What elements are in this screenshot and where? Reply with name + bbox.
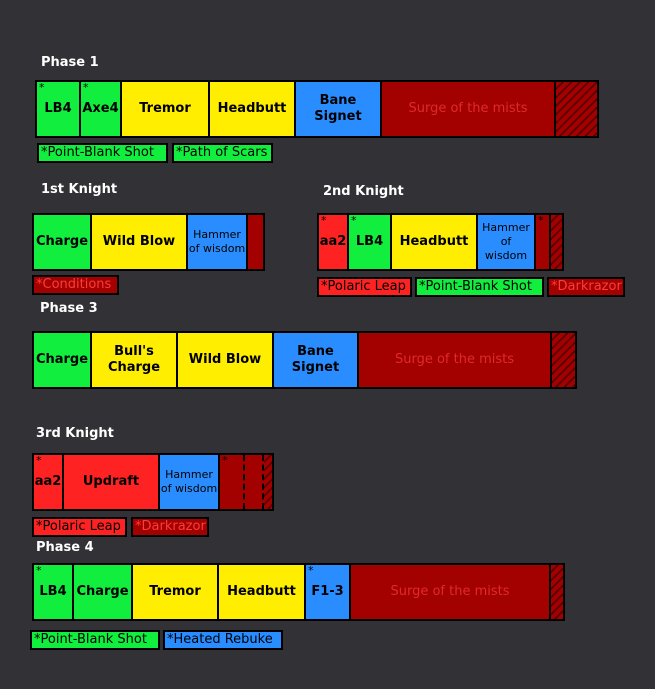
knight2-title: 2nd Knight	[323, 184, 404, 199]
note-conditions: *Conditions	[32, 275, 119, 295]
skill-mark: *	[83, 81, 89, 94]
skill-mark: *	[538, 214, 544, 227]
hatched-segment	[551, 565, 563, 619]
skill-mark: *	[308, 564, 314, 577]
skill-lb4[interactable]: * LB4	[349, 215, 392, 269]
skill-surge-of-the-mists[interactable]: Surge of the mists	[351, 565, 551, 619]
skill-wild-blow[interactable]: Wild Blow	[92, 215, 188, 269]
skill-aa2[interactable]: * aa2	[319, 215, 349, 269]
skill-mark: *	[222, 454, 228, 467]
skill-wild-blow[interactable]: Wild Blow	[178, 333, 274, 387]
knight2-rotation-bar: * aa2 * LB4 Headbutt Hammer of wisdom *	[317, 213, 564, 271]
skill-hammer-of-wisdom[interactable]: Hammer of wisdom	[188, 215, 248, 269]
phase3-rotation-bar: Charge Bull's Charge Wild Blow Bane Sign…	[32, 331, 577, 389]
skill-bulls-charge[interactable]: Bull's Charge	[92, 333, 178, 387]
skill-label: Axe4	[82, 101, 119, 117]
skill-axe4[interactable]: * Axe4	[81, 82, 122, 136]
skill-mark: *	[321, 214, 327, 227]
skill-label: LB4	[355, 234, 384, 250]
knight3-title: 3rd Knight	[36, 426, 114, 441]
note-darkrazor: *Darkrazor	[547, 277, 625, 297]
skill-charge[interactable]: Charge	[34, 215, 92, 269]
phase1-title: Phase 1	[41, 55, 99, 70]
note-darkrazor: *Darkrazor	[131, 517, 209, 537]
phase4-rotation-bar: * LB4 Charge Tremor Headbutt * F1-3 Surg…	[32, 563, 565, 621]
dark-segment: *	[220, 455, 245, 509]
skill-f1-3[interactable]: * F1-3	[306, 565, 351, 619]
skill-hammer-of-wisdom[interactable]: Hammer of wisdom	[160, 455, 220, 509]
skill-tremor[interactable]: Tremor	[122, 82, 210, 136]
dark-segment: *	[536, 215, 551, 269]
note-heated-rebuke: *Heated Rebuke	[163, 630, 283, 650]
skill-mark: *	[36, 454, 42, 467]
skill-hammer-of-wisdom[interactable]: Hammer of wisdom	[478, 215, 536, 269]
knight1-title: 1st Knight	[41, 182, 118, 197]
skill-headbutt[interactable]: Headbutt	[392, 215, 478, 269]
note-point-blank-shot: *Point-Blank Shot	[30, 630, 160, 650]
skill-mark: *	[39, 81, 45, 94]
note-point-blank-shot: *Point-Blank Shot	[415, 277, 544, 297]
knight3-rotation-bar: * aa2 Updraft Hammer of wisdom *	[32, 453, 274, 511]
skill-headbutt[interactable]: Headbutt	[210, 82, 296, 136]
skill-mark: *	[36, 564, 42, 577]
hatched-segment	[264, 455, 272, 509]
skill-bane-signet[interactable]: Bane Signet	[296, 82, 382, 136]
dark-segment	[245, 455, 264, 509]
phase4-title: Phase 4	[36, 540, 94, 555]
skill-label: aa2	[319, 234, 347, 250]
skill-label: LB4	[44, 101, 72, 117]
skill-surge-of-the-mists[interactable]: Surge of the mists	[382, 82, 556, 136]
note-path-of-scars: *Path of Scars	[172, 143, 273, 163]
note-point-blank-shot: *Point-Blank Shot	[37, 143, 168, 163]
skill-aa2[interactable]: * aa2	[34, 455, 64, 509]
skill-label: F1-3	[311, 584, 344, 600]
hatched-segment	[552, 333, 575, 387]
hatched-segment	[556, 82, 597, 136]
skill-updraft[interactable]: Updraft	[64, 455, 160, 509]
note-polaric-leap: *Polaric Leap	[317, 277, 412, 297]
dark-segment	[248, 215, 263, 269]
skill-charge[interactable]: Charge	[74, 565, 133, 619]
skill-tremor[interactable]: Tremor	[133, 565, 219, 619]
skill-label: aa2	[34, 474, 62, 490]
skill-surge-of-the-mists[interactable]: Surge of the mists	[359, 333, 552, 387]
skill-label: LB4	[39, 584, 67, 600]
skill-headbutt[interactable]: Headbutt	[219, 565, 306, 619]
phase3-title: Phase 3	[40, 301, 98, 316]
knight1-rotation-bar: Charge Wild Blow Hammer of wisdom	[32, 213, 265, 271]
skill-charge[interactable]: Charge	[34, 333, 92, 387]
skill-bane-signet[interactable]: Bane Signet	[274, 333, 359, 387]
note-polaric-leap: *Polaric Leap	[32, 517, 127, 537]
hatched-segment	[551, 215, 562, 269]
skill-lb4[interactable]: * LB4	[37, 82, 81, 136]
phase1-rotation-bar: * LB4 * Axe4 Tremor Headbutt Bane Signet…	[35, 80, 599, 138]
skill-mark: *	[351, 214, 357, 227]
skill-lb4[interactable]: * LB4	[34, 565, 74, 619]
